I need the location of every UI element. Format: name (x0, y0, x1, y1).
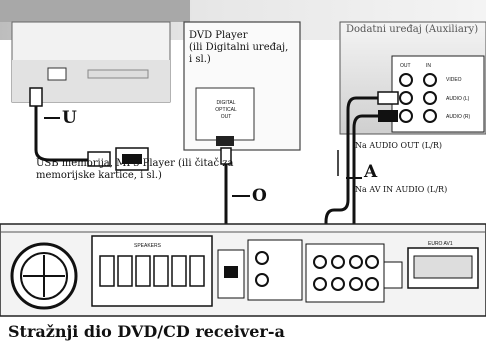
speakers-label: SPEAKERS (134, 243, 161, 249)
optical-port (216, 136, 234, 146)
aux-video-label: VIDEO (446, 77, 462, 83)
diagram-caption: Stražnji dio DVD/CD receiver-a (8, 322, 285, 341)
marker-u: U (62, 108, 77, 128)
aux-in-col-label: IN (426, 63, 431, 69)
marker-a: A (364, 162, 378, 182)
av-input-jacks (305, 243, 385, 303)
antenna-terminals (247, 239, 303, 301)
aux-rca-plugs (346, 91, 399, 200)
dvd-player-panel (183, 21, 301, 151)
usb-cable (29, 87, 96, 162)
receiver-back-panel (0, 223, 486, 317)
av-in-label: Na AV IN AUDIO (L/R) (355, 185, 448, 194)
aux-audio-r-label: AUDIO (R) (446, 114, 471, 120)
usb-connector-icon (87, 151, 111, 167)
audio-out-label: Na AUDIO OUT (L/R) (355, 141, 442, 150)
dvd-player-label: DVD Player (ili Digitalni uređaj, i sl.) (189, 30, 289, 65)
aux-audio-l-label: AUDIO (L) (446, 96, 470, 102)
usb-label: USB memorija, MP3 Player (ili čitač za m… (36, 158, 234, 181)
scart-label: EURO AV1 (428, 241, 453, 247)
marker-o: O (252, 186, 267, 206)
aux-out-col-label: OUT (400, 63, 411, 69)
auxiliary-label: Dodatni uređaj (Auxiliary) (346, 24, 479, 35)
